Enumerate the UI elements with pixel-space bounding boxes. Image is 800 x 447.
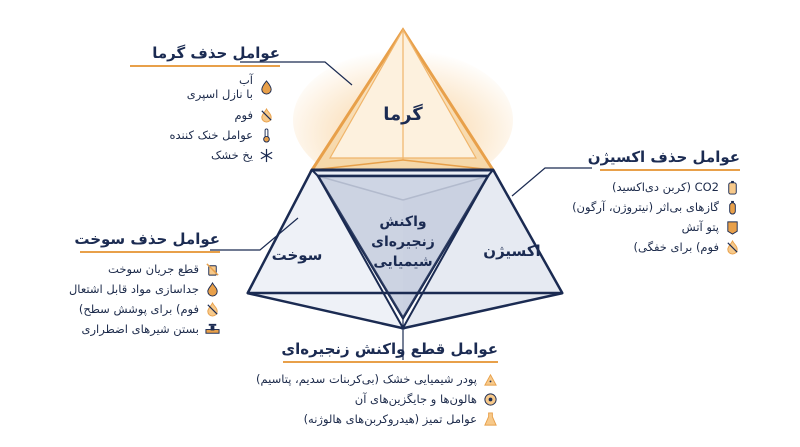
fuel-item-label: فوم) برای پوشش سطح) (78, 302, 199, 316)
list-item: پودر شیمیایی خشک (بی‌کربنات سدیم، پتاسیم… (256, 369, 498, 389)
list-item: قطع جریان سوخت (70, 259, 220, 279)
heat-item-label: فوم (234, 108, 253, 122)
foam-icon (725, 239, 740, 255)
snowflake-icon (259, 148, 274, 163)
chain-panel-title: عوامل قطع واکنش زنجیره‌ای (281, 340, 498, 358)
heat-item-sublabel: با نازل اسپری (186, 87, 253, 101)
oxygen-panel-title: عوامل حذف اکسیژن (587, 148, 740, 166)
list-item: فوم) برای پوشش سطح) (70, 299, 220, 319)
list-item: پتو آتش (590, 217, 740, 237)
list-item: عوامل تمیز (هیدروکربن‌های هالوژنه) (268, 409, 498, 429)
halon-icon (483, 392, 498, 407)
list-item: عوامل خنک کننده (120, 125, 280, 145)
chain-item-label: پودر شیمیایی خشک (بی‌کربنات سدیم، پتاسیم… (255, 372, 477, 386)
oxygen-label: اکسیژن (483, 242, 541, 260)
oxygen-connector (511, 167, 592, 197)
fuel-item-label: قطع جریان سوخت (108, 262, 199, 276)
clean-agent-icon (483, 411, 498, 427)
heat-label: گرما (383, 104, 423, 125)
chain-break-panel: عوامل قطع واکنش زنجیره‌ای پودر شیمیایی خ… (256, 340, 498, 429)
fuel-panel-title: عوامل حذف سوخت (74, 230, 220, 248)
oxygen-item-label: CO2 (کربن دی‌اکسید) (611, 180, 719, 194)
list-item: CO2 (کربن دی‌اکسید) (590, 177, 740, 197)
list-item: هالون‌ها و جایگزین‌های آن (268, 389, 498, 409)
fuel-item-label: بستن شیرهای اضطراری (81, 322, 199, 336)
flame-icon (205, 281, 220, 297)
chain-reaction-label: واکنش زنجیره‌ای شیمیایی (371, 214, 435, 270)
oxygen-item-label: پتو آتش (681, 220, 719, 234)
fire-blanket-icon (725, 220, 740, 235)
heat-connector (240, 61, 353, 86)
oxygen-item-label: فوم) برای خفگی) (633, 240, 719, 254)
fuel-removal-panel: عوامل حذف سوخت قطع جریان سوخت جداسازی مو… (68, 230, 220, 339)
list-item: فوم) برای خفگی) (590, 237, 740, 257)
foam-icon (259, 107, 274, 123)
thermometer-icon (259, 127, 274, 143)
chain-item-label: عوامل تمیز (هیدروکربن‌های هالوژنه) (303, 412, 477, 426)
fuel-connector (210, 217, 299, 251)
heat-item-label: عوامل خنک کننده (169, 128, 253, 142)
list-item: جداسازی مواد قابل اشتعال (68, 279, 220, 299)
gas-cylinder-icon (725, 200, 740, 215)
oxygen-removal-panel: عوامل حذف اکسیژن CO2 (کربن دی‌اکسید) گاز… (572, 148, 740, 257)
heat-item-label: آب (238, 73, 253, 87)
list-item: یخ خشک (120, 145, 280, 165)
powder-icon (483, 372, 498, 387)
heat-panel-title: عوامل حذف گرما (152, 44, 280, 62)
fuel-item-label: جداسازی مواد قابل اشتعال (68, 282, 199, 296)
oxygen-item-label: گازهای بی‌اثر (نیتروژن، آرگون) (572, 200, 719, 214)
no-fuel-icon (205, 262, 220, 277)
list-item: گازهای بی‌اثر (نیتروژن، آرگون) (572, 197, 740, 217)
list-item: بستن شیرهای اضطراری (70, 319, 220, 339)
fuel-label: سوخت (271, 246, 323, 264)
heat-item-label: یخ خشک (211, 148, 253, 162)
chain-item-label: هالون‌ها و جایگزین‌های آن (354, 392, 477, 406)
water-drop-icon (259, 79, 274, 95)
list-item: فوم (120, 105, 280, 125)
foam-icon (205, 301, 220, 317)
valve-icon (205, 322, 220, 337)
co2-cylinder-icon (725, 180, 740, 195)
